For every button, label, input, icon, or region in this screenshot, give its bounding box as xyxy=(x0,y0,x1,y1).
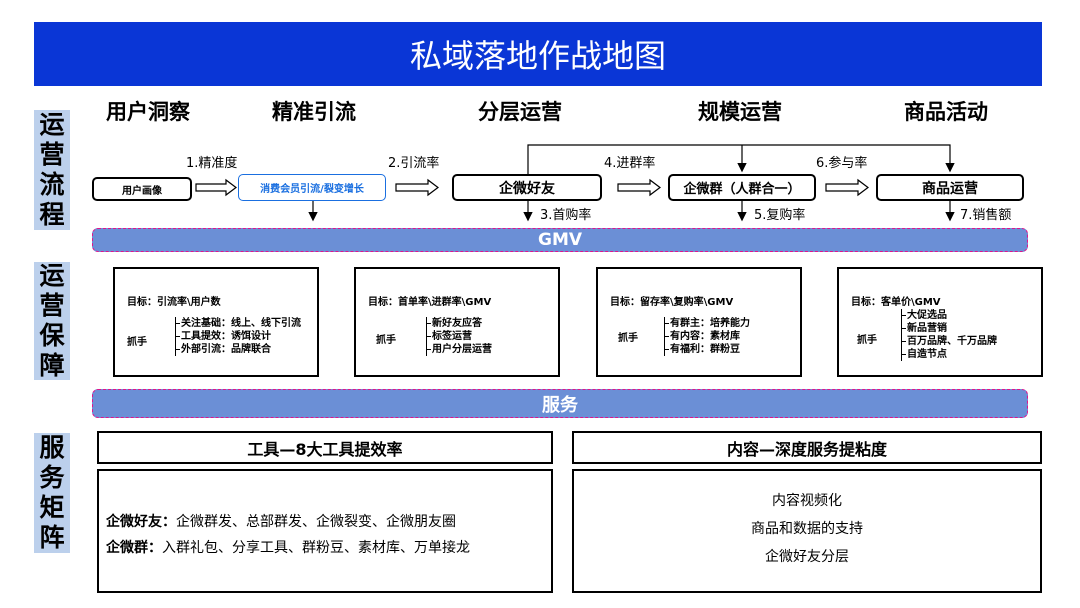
guarantee-box-scale: 目标：留存率\复购率\GMV 抓手 有群主：培养能力 有内容：素材库 有福利：群… xyxy=(596,267,802,377)
goal-text: 目标：客单价\GMV xyxy=(851,297,941,308)
side-char: 服 xyxy=(39,433,65,462)
tools-body: 企微好友：企微群发、总部群发、企微裂变、企微朋友圈 企微群：入群礼包、分享工具、… xyxy=(97,469,553,593)
metric-sales: 7.销售额 xyxy=(960,208,1012,223)
grab-label: 抓手 xyxy=(618,333,638,344)
stage-user-insight: 用户洞察 xyxy=(106,100,190,124)
list-item: 新品营销 xyxy=(902,322,997,335)
content-body: 内容视频化 商品和数据的支持 企微好友分层 xyxy=(572,469,1042,593)
list-item: 标签运营 xyxy=(427,330,492,343)
flow-box-member-traffic: 消费会员引流/裂变增长 xyxy=(238,174,386,201)
list-item: 有内容：素材库 xyxy=(665,330,750,343)
tools-line-text: 入群礼包、分享工具、群粉豆、素材库、万单接龙 xyxy=(162,540,470,556)
tools-line-label: 企微好友： xyxy=(106,514,176,530)
side-char: 运 xyxy=(39,110,65,139)
metric-repurchase: 5.复购率 xyxy=(754,208,806,223)
flow-box-product-ops: 商品运营 xyxy=(876,174,1024,201)
side-label-process: 运 营 流 程 xyxy=(34,110,70,230)
side-label-guarantee: 运 营 保 障 xyxy=(34,261,70,380)
page-title: 私域落地作战地图 xyxy=(34,22,1042,86)
down-arrows xyxy=(308,201,955,222)
list-item: 有群主：培养能力 xyxy=(665,318,750,329)
flow-box-wecom-group: 企微群（人群合一） xyxy=(668,174,816,201)
list-item: 自造节点 xyxy=(902,348,997,361)
side-char: 保 xyxy=(39,321,65,350)
side-char: 运 xyxy=(39,261,65,290)
list-item: 用户分层运营 xyxy=(427,344,492,355)
side-char: 务 xyxy=(39,463,65,492)
grab-label: 抓手 xyxy=(857,335,877,346)
side-char: 矩 xyxy=(39,493,65,522)
flow-box-user-profile: 用户画像 xyxy=(92,177,192,201)
feedback-line xyxy=(527,144,955,174)
goal-text: 目标：引流率\用户数 xyxy=(127,297,221,308)
tools-line-label: 企微群： xyxy=(106,540,162,556)
list-item: 关注基础：线上、线下引流 xyxy=(176,318,301,329)
hollow-arrows xyxy=(195,178,869,197)
metric-traffic-rate: 2.引流率 xyxy=(388,156,440,171)
stage-scale-ops: 规模运营 xyxy=(698,100,782,124)
stage-layered-ops: 分层运营 xyxy=(478,100,562,124)
tools-line-group: 企微群：入群礼包、分享工具、群粉豆、素材库、万单接龙 xyxy=(106,537,470,559)
stage-product-activity: 商品活动 xyxy=(904,100,988,124)
list-item: 工具提效：诱饵设计 xyxy=(176,330,301,343)
goal-text: 目标：首单率\进群率\GMV xyxy=(368,297,492,308)
tools-line-friends: 企微好友：企微群发、总部群发、企微裂变、企微朋友圈 xyxy=(106,511,470,533)
grab-items: 大促选品 新品营销 百万品牌、千万品牌 自造节点 xyxy=(901,309,997,361)
grab-items: 新好友应答 标签运营 用户分层运营 xyxy=(426,317,492,356)
side-char: 流 xyxy=(39,170,65,199)
grab-items: 有群主：培养能力 有内容：素材库 有福利：群粉豆 xyxy=(664,317,750,356)
guarantee-box-product: 目标：客单价\GMV 抓手 大促选品 新品营销 百万品牌、千万品牌 自造节点 xyxy=(837,267,1043,377)
grab-label: 抓手 xyxy=(376,335,396,346)
tools-line-text: 企微群发、总部群发、企微裂变、企微朋友圈 xyxy=(176,514,456,530)
grab-label: 抓手 xyxy=(127,337,147,348)
metric-participation-rate: 6.参与率 xyxy=(816,156,868,171)
side-char: 障 xyxy=(39,351,65,380)
list-item: 百万品牌、千万品牌 xyxy=(902,336,997,347)
grab-items: 关注基础：线上、线下引流 工具提效：诱饵设计 外部引流：品牌联合 xyxy=(175,317,301,356)
list-item: 外部引流：品牌联合 xyxy=(176,343,301,356)
content-line: 企微好友分层 xyxy=(765,549,849,565)
goal-text: 目标：留存率\复购率\GMV xyxy=(610,297,734,308)
content-header: 内容—深度服务提粘度 xyxy=(572,431,1042,464)
content-line: 内容视频化 xyxy=(772,493,842,509)
side-char: 程 xyxy=(39,200,65,229)
tools-header: 工具—8大工具提效率 xyxy=(97,431,553,464)
stage-precise-traffic: 精准引流 xyxy=(272,100,356,124)
side-char: 营 xyxy=(39,140,65,169)
guarantee-box-layered: 目标：首单率\进群率\GMV 抓手 新好友应答 标签运营 用户分层运营 xyxy=(354,267,560,377)
metric-precision: 1.精准度 xyxy=(186,156,238,171)
list-item: 有福利：群粉豆 xyxy=(665,343,750,356)
service-band: 服务 xyxy=(92,389,1028,418)
flow-box-wecom-friends: 企微好友 xyxy=(452,174,602,201)
gmv-band: GMV xyxy=(92,228,1028,252)
metric-join-group-rate: 4.进群率 xyxy=(604,156,656,171)
guarantee-box-traffic: 目标：引流率\用户数 抓手 关注基础：线上、线下引流 工具提效：诱饵设计 外部引… xyxy=(113,267,319,377)
list-item: 新好友应答 xyxy=(427,317,492,330)
side-label-matrix: 服 务 矩 阵 xyxy=(34,433,70,553)
side-char: 阵 xyxy=(39,523,65,552)
metric-first-purchase: 3.首购率 xyxy=(540,208,592,223)
side-char: 营 xyxy=(39,291,65,320)
content-line: 商品和数据的支持 xyxy=(751,521,863,537)
list-item: 大促选品 xyxy=(902,309,997,322)
